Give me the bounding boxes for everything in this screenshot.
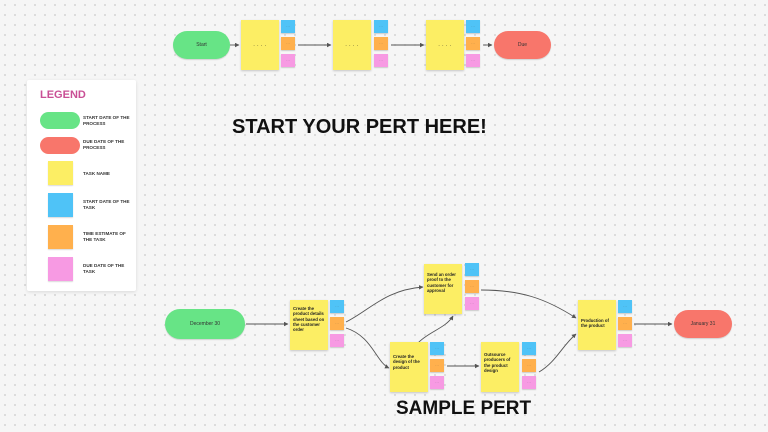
mini-text: . . . (434, 363, 440, 367)
sample-task-3-due[interactable]: . . . (430, 376, 444, 389)
sample-task-4-estimate[interactable]: . . . (522, 359, 536, 372)
arrow-task1-to-task3-sample (345, 327, 390, 369)
sample-task-5-start[interactable]: . . . (618, 300, 632, 313)
legend-label-task: TASK NAME (83, 171, 110, 176)
template-task-2-estimate[interactable]: . . . (374, 37, 388, 50)
arrow-task1-to-task2-sample (345, 285, 424, 323)
mini-text: . . . (285, 41, 291, 45)
task-placeholder: . . . . (253, 41, 267, 48)
sample-task-1-estimate[interactable]: . . . (330, 317, 344, 330)
sample-task-1[interactable]: Create the product details sheet based o… (290, 300, 328, 350)
sample-task-3[interactable]: Create the design of the product (390, 342, 428, 392)
template-task-2[interactable]: . . . . (333, 20, 371, 70)
task-placeholder: . . . . (438, 41, 452, 48)
mini-text: . . . (469, 301, 475, 305)
sample-heading: SAMPLE PERT (396, 398, 532, 419)
legend-start-swatch (40, 112, 80, 129)
legend-label-task-due: DUE DATE OF THE TASK (83, 263, 125, 274)
legend-task-due-swatch (48, 257, 73, 281)
template-task-3-estimate[interactable]: . . . (466, 37, 480, 50)
legend-label-task-start: START DATE OF THE TASK (83, 199, 130, 210)
sample-task-1-label: Create the product details sheet based o… (293, 306, 325, 333)
arrow-task2-to-task5-sample (480, 289, 577, 319)
mini-text: . . . (285, 24, 291, 28)
template-task-2-due[interactable]: . . . (374, 54, 388, 67)
template-task-3[interactable]: . . . . (426, 20, 464, 70)
legend-estimate-swatch (48, 225, 73, 249)
template-due-pill[interactable]: Due (494, 31, 551, 59)
mini-text: . . . (526, 346, 532, 350)
sample-task-4-start[interactable]: . . . (522, 342, 536, 355)
template-start-pill[interactable]: Start (173, 31, 230, 59)
sample-task-2-due[interactable]: . . . (465, 297, 479, 310)
template-task-1-estimate[interactable]: . . . (281, 37, 295, 50)
mini-text: . . . (334, 304, 340, 308)
sample-start-label: December 30 (189, 321, 220, 327)
task-placeholder: . . . . (345, 41, 359, 48)
mini-text: . . . (334, 321, 340, 325)
mini-text: . . . (526, 363, 532, 367)
legend-title: LEGEND (40, 89, 86, 101)
legend-task-start-swatch (48, 193, 73, 217)
sample-due-label: January 31 (690, 321, 716, 327)
mini-text: . . . (622, 321, 628, 325)
sample-due-pill[interactable]: January 31 (674, 310, 732, 338)
mini-text: . . . (470, 24, 476, 28)
legend-due-swatch (40, 137, 80, 154)
mini-text: . . . (434, 380, 440, 384)
mini-text: . . . (526, 380, 532, 384)
arrow-task4-to-task5-sample (538, 333, 577, 373)
arrow-task3-to-task2-sample (417, 315, 454, 344)
sample-task-2[interactable]: Send an order proof to the customer for … (424, 264, 462, 314)
mini-text: . . . (470, 41, 476, 45)
template-task-3-start[interactable]: . . . (466, 20, 480, 33)
sample-start-pill[interactable]: December 30 (165, 309, 245, 339)
sample-task-5-label: Production of the product (581, 318, 609, 329)
sample-task-3-start[interactable]: . . . (430, 342, 444, 355)
mini-text: . . . (622, 338, 628, 342)
mini-text: . . . (378, 58, 384, 62)
sample-task-2-estimate[interactable]: . . . (465, 280, 479, 293)
template-start-label: Start (196, 42, 207, 48)
mini-text: . . . (285, 58, 291, 62)
mini-text: . . . (622, 304, 628, 308)
mini-text: . . . (469, 284, 475, 288)
sample-task-4-label: Outsource producers of the product desig… (484, 352, 511, 374)
mini-text: . . . (469, 267, 475, 271)
sample-task-1-start[interactable]: . . . (330, 300, 344, 313)
sample-task-2-start[interactable]: . . . (465, 263, 479, 276)
sample-task-5[interactable]: Production of the product (578, 300, 616, 350)
template-task-3-due[interactable]: . . . (466, 54, 480, 67)
sample-task-4-due[interactable]: . . . (522, 376, 536, 389)
template-task-1-due[interactable]: . . . (281, 54, 295, 67)
mini-text: . . . (378, 41, 384, 45)
legend-label-start: START DATE OF THE PROCESS (83, 115, 130, 126)
legend-panel: LEGEND START DATE OF THE PROCESS DUE DAT… (27, 80, 136, 291)
sample-task-3-label: Create the design of the product (393, 354, 420, 370)
mini-text: . . . (470, 58, 476, 62)
legend-label-estimate: TIME ESTIMATE OF THE TASK (83, 231, 126, 242)
mini-text: . . . (434, 346, 440, 350)
template-task-1-start[interactable]: . . . (281, 20, 295, 33)
sample-task-2-label: Send an order proof to the customer for … (427, 272, 456, 294)
sample-task-5-estimate[interactable]: . . . (618, 317, 632, 330)
mini-text: . . . (334, 338, 340, 342)
template-task-2-start[interactable]: . . . (374, 20, 388, 33)
sample-task-3-estimate[interactable]: . . . (430, 359, 444, 372)
template-heading: START YOUR PERT HERE! (232, 116, 487, 138)
template-task-1[interactable]: . . . . (241, 20, 279, 70)
legend-task-swatch (48, 161, 73, 185)
sample-task-1-due[interactable]: . . . (330, 334, 344, 347)
sample-task-5-due[interactable]: . . . (618, 334, 632, 347)
legend-label-due: DUE DATE OF THE PROCESS (83, 139, 125, 150)
mini-text: . . . (378, 24, 384, 28)
sample-task-4[interactable]: Outsource producers of the product desig… (481, 342, 519, 392)
template-due-label: Due (517, 42, 528, 48)
